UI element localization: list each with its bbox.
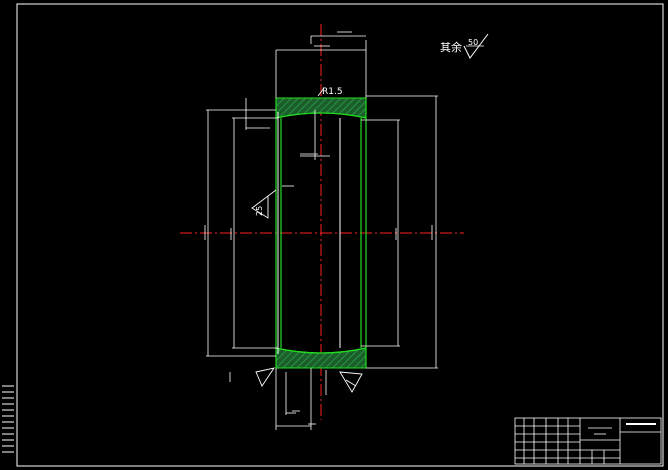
- dimension-label-marks: [204, 31, 433, 425]
- roughness-check-icon: [463, 33, 489, 59]
- roughness-left-value: 25: [255, 206, 264, 216]
- roughness-left: 25: [251, 189, 277, 219]
- radius-label: R1.5: [322, 87, 343, 97]
- drawing-frame: [16, 3, 664, 467]
- title-block: [514, 417, 662, 465]
- radius-callout: R1.5: [317, 87, 343, 97]
- qiyu-label: 其余: [440, 40, 462, 54]
- roughness-triangle-icon: [251, 195, 269, 219]
- roughness-general: 其余 50: [440, 33, 489, 59]
- roughness-bottom: [255, 367, 363, 393]
- extension-lines: [206, 35, 438, 430]
- qiyu-value: 50: [468, 38, 478, 47]
- body-outline: [275, 98, 367, 368]
- left-margin-marks: [2, 385, 14, 453]
